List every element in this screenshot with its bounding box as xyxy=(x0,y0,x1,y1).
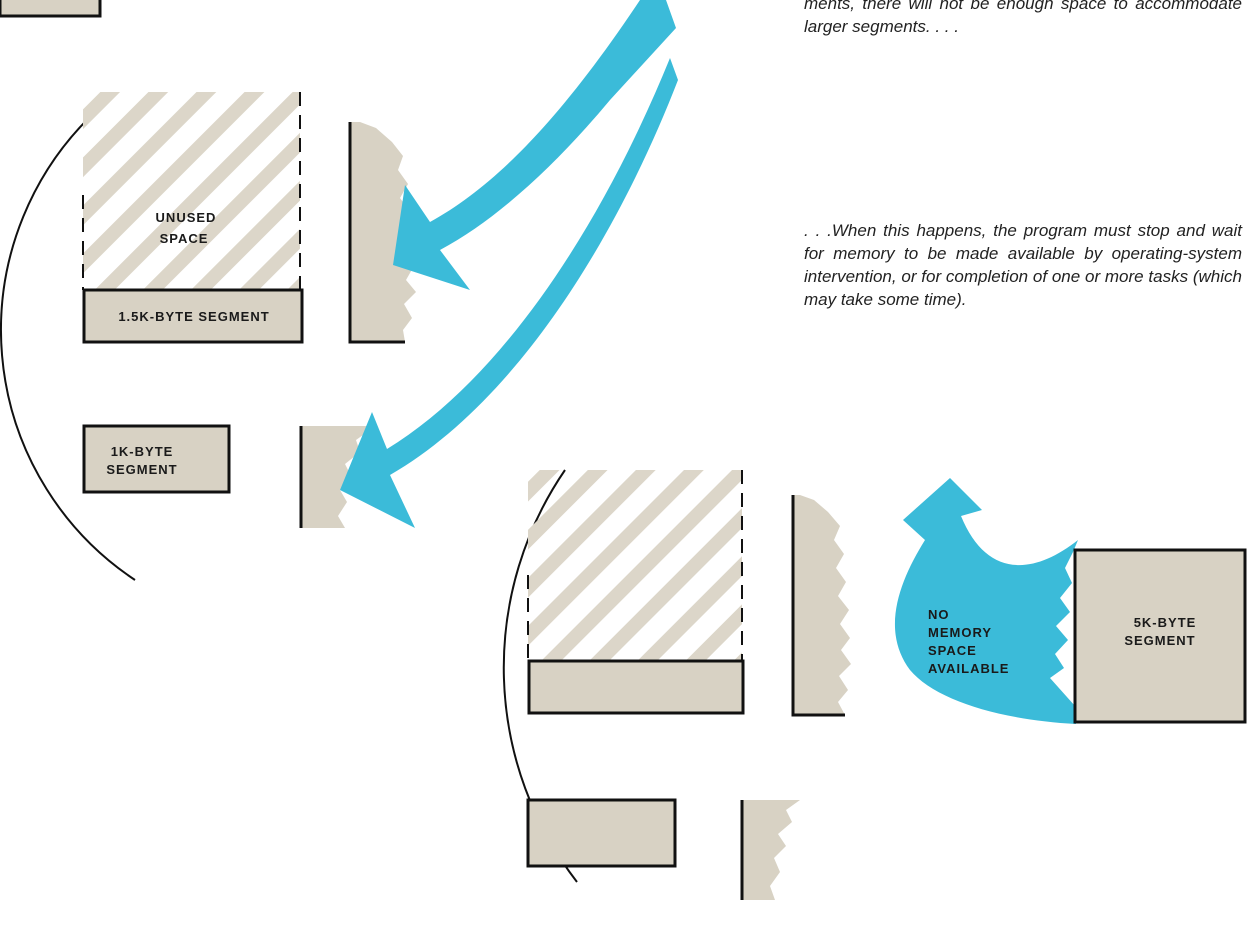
no-memory-label-line3: SPACE xyxy=(928,643,977,658)
caption-top: ments, there will not be enough space to… xyxy=(804,0,1242,36)
unused-space-hatch-two xyxy=(528,470,742,660)
unused-space-label-line1: UNUSED xyxy=(156,210,217,225)
caption-middle: . . .When this happens, the program must… xyxy=(804,221,1242,309)
partial-segment-top-left xyxy=(0,0,102,18)
torn-memory-block-two-upper xyxy=(793,495,851,715)
blue-arrow-lower xyxy=(340,58,678,528)
torn-block-upper-edge xyxy=(348,122,405,344)
segment-1k-label-line1: 1K-BYTE xyxy=(111,444,174,459)
torn-memory-block-upper xyxy=(350,122,416,342)
segment-5k-label-line2: SEGMENT xyxy=(1124,633,1195,648)
torn-memory-block-two-lower xyxy=(742,800,800,900)
segment-5k-box xyxy=(1073,548,1247,724)
magnifier-circle-one xyxy=(0,111,136,581)
memory-map-one: UNUSED SPACE 1.5K-BYTE SEGMENT 1K-BYTE S… xyxy=(0,0,678,581)
memory-map-two: NO MEMORY SPACE AVAILABLE 5K-BYTE SEGMEN… xyxy=(502,469,1247,900)
segment-box-two xyxy=(527,659,745,715)
no-memory-arrow xyxy=(894,478,1078,724)
segment-5k-label-line1: 5K-BYTE xyxy=(1134,615,1197,630)
unused-space-hatch xyxy=(83,92,300,290)
no-memory-label-line2: MEMORY xyxy=(928,625,992,640)
small-segment-box-two xyxy=(526,798,677,868)
segment-1k-box xyxy=(82,424,231,494)
segment-1-5k-box xyxy=(82,288,304,344)
no-memory-label-line1: NO xyxy=(928,607,950,622)
no-memory-label-line4: AVAILABLE xyxy=(928,661,1009,676)
torn-block-two-upper-edge xyxy=(791,495,845,717)
blue-arrow-upper xyxy=(393,0,676,290)
segment-1k-label-line2: SEGMENT xyxy=(106,462,177,477)
segment-1-5k-label: 1.5K-BYTE SEGMENT xyxy=(118,309,269,324)
unused-space-label-line2: SPACE xyxy=(160,231,209,246)
